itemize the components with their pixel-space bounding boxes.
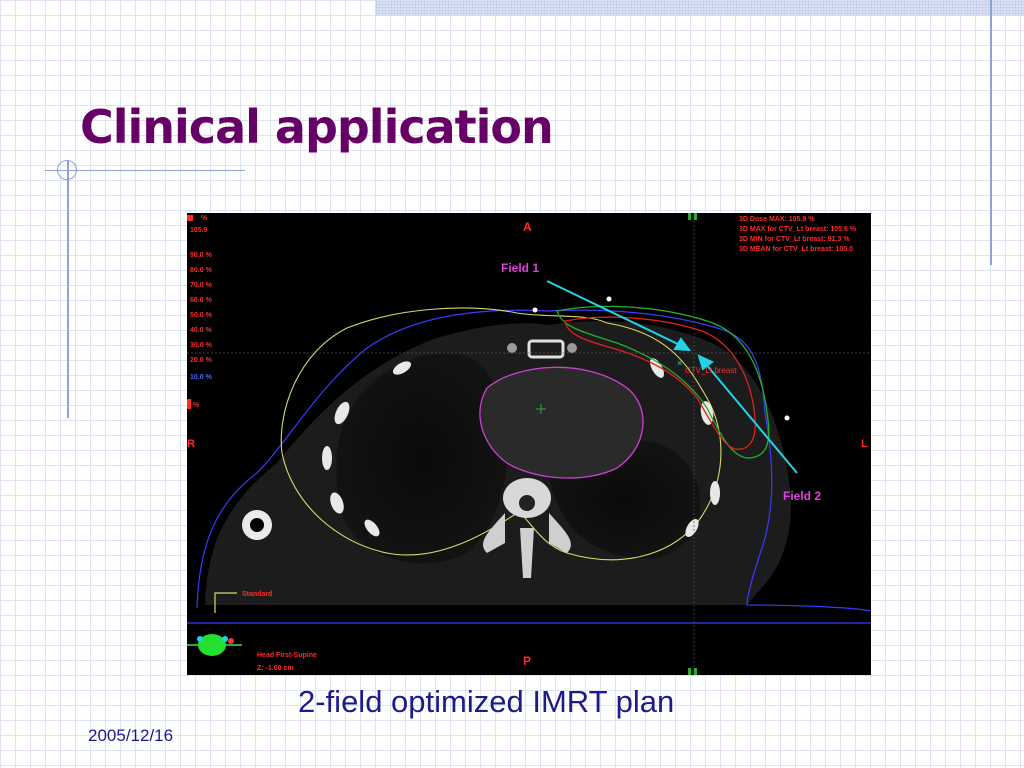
- slice-position: Z: -1.00 cm: [257, 665, 294, 672]
- legend-item: 30.0 %: [190, 342, 213, 349]
- slide-title: Clinical application: [80, 100, 554, 154]
- skin-contour: [280, 307, 722, 561]
- sternum: [527, 339, 565, 359]
- vertebra: [483, 478, 571, 578]
- legend-item: 105.9: [190, 227, 208, 234]
- decor-circle-mark: [57, 160, 77, 180]
- patient-orientation-widget: [187, 634, 242, 656]
- field-2-label: Field 2: [783, 489, 821, 503]
- beam-arrows: [546, 280, 798, 474]
- legend-item: 90.0 %: [190, 252, 213, 259]
- top-decor-band: [375, 0, 1024, 16]
- slide-date: 2005/12/16: [88, 726, 174, 745]
- field-1-label: Field 1: [501, 261, 539, 275]
- ptv-contour: [556, 305, 770, 459]
- isodose-legend: 105.9 90.0 % 80.0 % 70.0 % 60.0 % 50.0 %…: [190, 227, 213, 381]
- legend-item: 60.0 %: [190, 297, 213, 304]
- svg-text:×: ×: [677, 358, 682, 368]
- decor-title-underline: [45, 170, 245, 171]
- right-lung: [336, 352, 508, 564]
- dose-stat-ctv-max: 3D MAX for CTV_Lt breast: 105.6 %: [739, 226, 857, 233]
- window-preset: Standard: [242, 591, 272, 598]
- heart-contour: [479, 366, 644, 479]
- orientation-anterior: A: [523, 220, 532, 234]
- dose-stat-ctv-min: 3D MIN for CTV_Lt breast: 91.3 %: [739, 236, 850, 243]
- legend-item: 10.0 %: [190, 374, 213, 381]
- ct-scan-svg: × A P R L Field 1 Field 2 CTV_Lt breast …: [187, 213, 871, 675]
- orientation-posterior: P: [523, 654, 531, 668]
- ribs: [322, 358, 720, 538]
- legend-top-unit: %: [201, 215, 208, 222]
- dose-stat-max: 3D Dose MAX: 105.9 %: [739, 216, 815, 223]
- legend-item: 20.0 %: [190, 357, 213, 364]
- legend-item: 40.0 %: [190, 327, 213, 334]
- orientation-right: R: [187, 438, 195, 450]
- orientation-left: L: [861, 438, 868, 450]
- legend-item: 50.0 %: [190, 312, 213, 319]
- legend-item: 70.0 %: [190, 282, 213, 289]
- legend-item: 80.0 %: [190, 267, 213, 274]
- body-contour: [196, 309, 871, 612]
- decor-vertical-line-right: [990, 0, 992, 265]
- dose-statistics: 3D Dose MAX: 105.9 % 3D MAX for CTV_Lt b…: [739, 216, 857, 253]
- image-caption: 2-field optimized IMRT plan: [298, 684, 675, 719]
- patient-position: Head First-Supine: [257, 652, 317, 659]
- ctv-structure-label: CTV_Lt breast: [685, 366, 737, 375]
- legend-bottom-unit: %: [193, 402, 200, 409]
- ctv-contour: [564, 316, 756, 450]
- dose-stat-ctv-mean: 3D MEAN for CTV_Lt breast: 100.0: [739, 246, 853, 253]
- decor-vertical-line-left: [67, 160, 69, 418]
- ct-dose-image: × A P R L Field 1 Field 2 CTV_Lt breast …: [187, 213, 871, 675]
